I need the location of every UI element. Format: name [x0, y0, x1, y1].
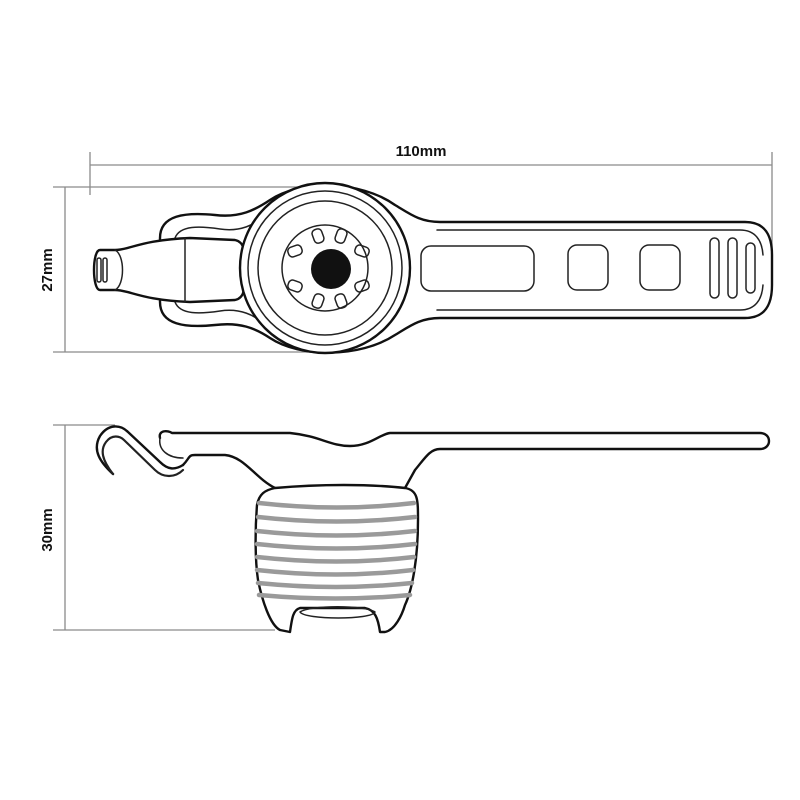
height-dimension: 30mm: [39, 424, 275, 631]
grip-rib-3: [745, 242, 756, 294]
lens-stripes: [254, 500, 418, 601]
power-button: [311, 249, 351, 289]
dial-slots: [287, 228, 370, 309]
top-view: [92, 181, 774, 355]
light-head: [92, 236, 247, 304]
strap-hole-2: [639, 244, 681, 291]
nozzle-slot-icon: [96, 257, 102, 283]
height-label: 30mm: [39, 508, 56, 551]
bottom-clip: [299, 606, 376, 619]
hook: [95, 425, 185, 476]
strap-side: [158, 429, 771, 490]
grip-rib-1: [709, 237, 720, 299]
strap-hole-1: [567, 244, 609, 291]
grip-rib-2: [727, 237, 738, 299]
length-label: 110mm: [396, 143, 447, 160]
width-label: 27mm: [39, 248, 56, 291]
length-dimension: 110mm: [89, 143, 773, 255]
strap-slot-long: [420, 245, 535, 292]
side-view: [95, 425, 771, 634]
